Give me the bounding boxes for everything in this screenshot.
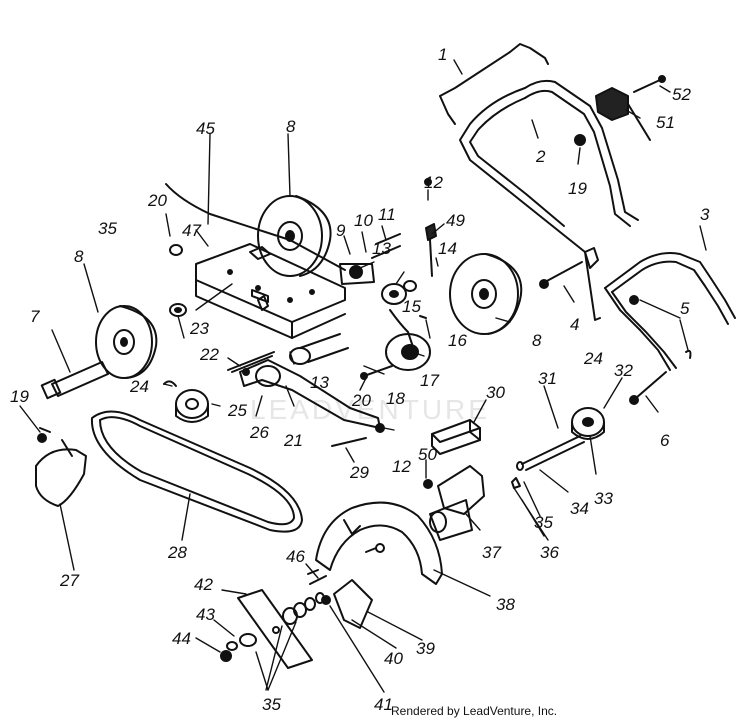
part-label-17: 17 (420, 371, 439, 390)
part-label-5: 5 (680, 299, 690, 318)
part-label-36: 36 (540, 543, 559, 562)
part-label-51: 51 (656, 113, 675, 132)
part-labels: 1 2 3 4 5 6 7 8 8 8 9 10 11 12 12 13 13 … (10, 45, 710, 714)
part-label-19-left: 19 (10, 387, 29, 406)
part-label-20-top: 20 (147, 191, 167, 210)
belt-guard (35, 439, 87, 507)
part-label-35-bottom: 35 (262, 695, 281, 714)
part-label-24-right: 24 (583, 349, 603, 368)
part-label-8-rear: 8 (286, 117, 296, 136)
cable (165, 183, 346, 271)
watermark: LEADVENTURE (250, 394, 490, 425)
blade-assembly (220, 569, 373, 669)
part-label-29: 29 (349, 463, 369, 482)
front-wheel-left (95, 305, 158, 379)
right-assembly (423, 407, 605, 541)
throttle-control (595, 75, 666, 141)
part-label-26: 26 (249, 423, 269, 442)
part-label-27: 27 (59, 571, 79, 590)
part-label-31: 31 (538, 369, 557, 388)
part-label-52: 52 (672, 85, 691, 104)
part-label-12-top: 12 (424, 173, 443, 192)
drive-belt (90, 410, 303, 533)
part-label-35-left: 35 (98, 219, 117, 238)
part-label-50: 50 (418, 445, 437, 464)
part-label-8-left: 8 (74, 247, 84, 266)
leader-lines (19, 59, 707, 693)
misc-bolts (231, 245, 401, 373)
front-wheel-right (449, 253, 523, 335)
part-label-40: 40 (384, 649, 403, 668)
credit-text: Rendered by LeadVenture, Inc. (391, 704, 558, 718)
blade-housing (315, 501, 443, 585)
part-label-23: 23 (189, 319, 209, 338)
part-label-15: 15 (402, 297, 421, 316)
part-label-44: 44 (172, 629, 191, 648)
part-label-3: 3 (700, 205, 710, 224)
axle-bolt (40, 361, 109, 400)
part-label-13-top: 13 (372, 239, 391, 258)
part-label-32: 32 (614, 361, 633, 380)
part-label-47: 47 (182, 221, 201, 240)
part-label-8-right: 8 (532, 331, 542, 350)
part-label-43: 43 (196, 605, 215, 624)
part-label-28: 28 (167, 543, 187, 562)
deck-body (195, 243, 346, 339)
handle-hardware (539, 134, 692, 405)
upper-handle (459, 79, 639, 321)
part-label-16: 16 (448, 331, 467, 350)
part-label-39: 39 (416, 639, 435, 658)
lower-handle (604, 252, 736, 371)
part-label-21: 21 (283, 431, 303, 450)
idler-pulley (175, 389, 209, 423)
part-label-12-bottom: 12 (392, 457, 411, 476)
handle-bracket (439, 43, 549, 125)
part-label-18: 18 (386, 389, 405, 408)
part-label-46: 46 (286, 547, 305, 566)
part-label-4: 4 (570, 315, 579, 334)
part-label-6: 6 (660, 431, 670, 450)
part-label-33: 33 (594, 489, 613, 508)
part-label-41: 41 (374, 695, 393, 714)
part-label-45: 45 (196, 119, 215, 138)
part-label-10: 10 (354, 211, 373, 230)
part-label-24-left: 24 (129, 377, 149, 396)
part-label-25: 25 (227, 401, 247, 420)
part-label-7: 7 (30, 307, 40, 326)
part-label-37: 37 (482, 543, 501, 562)
part-label-2: 2 (535, 147, 546, 166)
part-label-34: 34 (570, 499, 589, 518)
part-label-9: 9 (336, 221, 346, 240)
part-label-30: 30 (486, 383, 505, 402)
part-label-13-bottom: 13 (310, 373, 329, 392)
part-label-20-bottom: 20 (351, 391, 371, 410)
part-label-49: 49 (446, 211, 465, 230)
part-label-38: 38 (496, 595, 515, 614)
part-label-22: 22 (199, 345, 219, 364)
center-hardware (37, 178, 437, 447)
part-label-35-right: 35 (534, 513, 553, 532)
part-label-11: 11 (378, 205, 396, 224)
part-label-19-right: 19 (568, 179, 587, 198)
part-label-14: 14 (438, 239, 457, 258)
part-label-42: 42 (194, 575, 213, 594)
part-label-1: 1 (438, 45, 447, 64)
